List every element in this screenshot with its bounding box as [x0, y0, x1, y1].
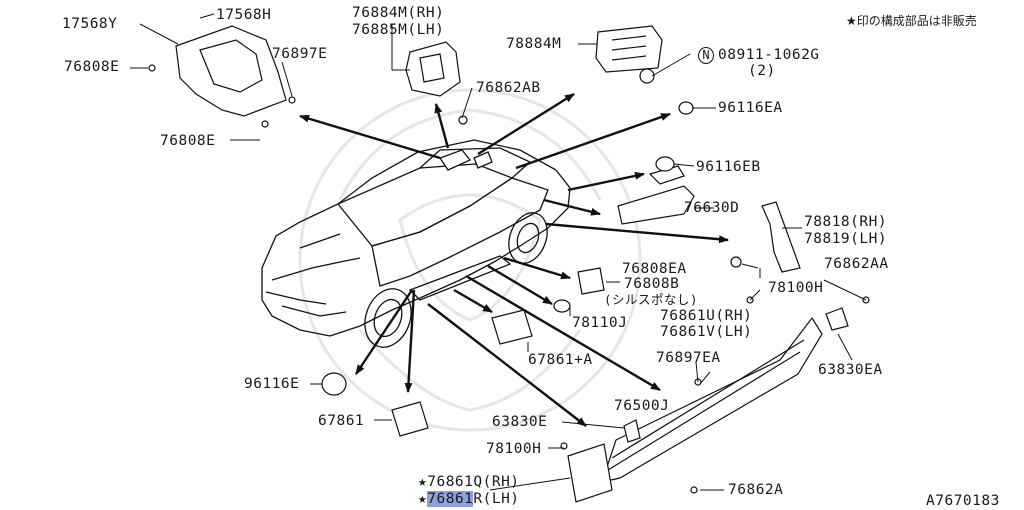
- part-label-76897EA: 76897EA: [656, 350, 721, 366]
- part-label-76885M: 76885M(LH): [352, 22, 445, 38]
- part-label-76808E-bottom: 76808E: [160, 133, 216, 149]
- part-label-08911-1062G: 08911-1062G: [718, 47, 820, 63]
- part-label-78110J: 78110J: [572, 315, 628, 331]
- part-label-17568H: 17568H: [216, 7, 272, 23]
- part-label-76861U: 76861U(RH): [660, 308, 753, 324]
- part-label-76630D: 76630D: [684, 200, 740, 216]
- watermark-emblem: [298, 88, 642, 432]
- part-label-63830E: 63830E: [492, 414, 548, 430]
- part-label-76808B-note: (シルスポなし): [604, 292, 699, 307]
- part-label-76884M: 76884M(RH): [352, 5, 445, 21]
- part-label-63830EA: 63830EA: [818, 362, 883, 378]
- part-label-96116EB: 96116EB: [696, 159, 761, 175]
- part-label-76808E-left: 76808E: [64, 59, 120, 75]
- part-label-76862AA: 76862AA: [824, 256, 889, 272]
- part-label-78100H-bottom: 78100H: [486, 441, 542, 457]
- part-number: 76861Q(RH): [427, 474, 520, 490]
- highlighted-part-number[interactable]: 76861: [427, 491, 474, 507]
- reference-arrows: [299, 92, 729, 427]
- part-label-76862AB: 76862AB: [476, 80, 541, 96]
- leader-lines: [130, 13, 867, 491]
- part-label-76897E: 76897E: [272, 46, 328, 62]
- part-label-76862A: 76862A: [728, 482, 784, 498]
- part-label-67861: 67861: [318, 413, 365, 429]
- star-mark: ★: [418, 491, 428, 507]
- part-label-67861A: 67861+A: [528, 352, 593, 368]
- part-label-76861R[interactable]: ★76861R(LH): [418, 491, 520, 507]
- part-suffix: R(LH): [473, 491, 520, 507]
- part-label-96116E: 96116E: [244, 376, 300, 392]
- component-sketches: [148, 25, 870, 503]
- part-label-78819: 78819(LH): [804, 231, 888, 247]
- diagram-id: A7670183: [926, 493, 1000, 509]
- non-sale-note: ★印の構成部品は非販売: [846, 14, 977, 28]
- part-label-78818: 78818(RH): [804, 214, 888, 230]
- part-label-08911-prefix: N: [698, 47, 714, 64]
- part-label-17568Y: 17568Y: [62, 16, 118, 32]
- part-label-76861Q: ★76861Q(RH): [418, 474, 520, 490]
- part-label-76500J: 76500J: [614, 398, 670, 414]
- part-label-78100H-right: 78100H: [768, 280, 824, 296]
- part-label-78884M: 78884M: [506, 36, 562, 52]
- part-label-08911-qty: (2): [748, 63, 776, 79]
- part-label-76808B: 76808B: [624, 276, 680, 292]
- part-label-76808EA: 76808EA: [622, 261, 687, 277]
- part-label-96116EA: 96116EA: [718, 100, 783, 116]
- part-label-76861V: 76861V(LH): [660, 324, 753, 340]
- star-mark: ★: [418, 474, 428, 490]
- car-illustration: [261, 139, 571, 348]
